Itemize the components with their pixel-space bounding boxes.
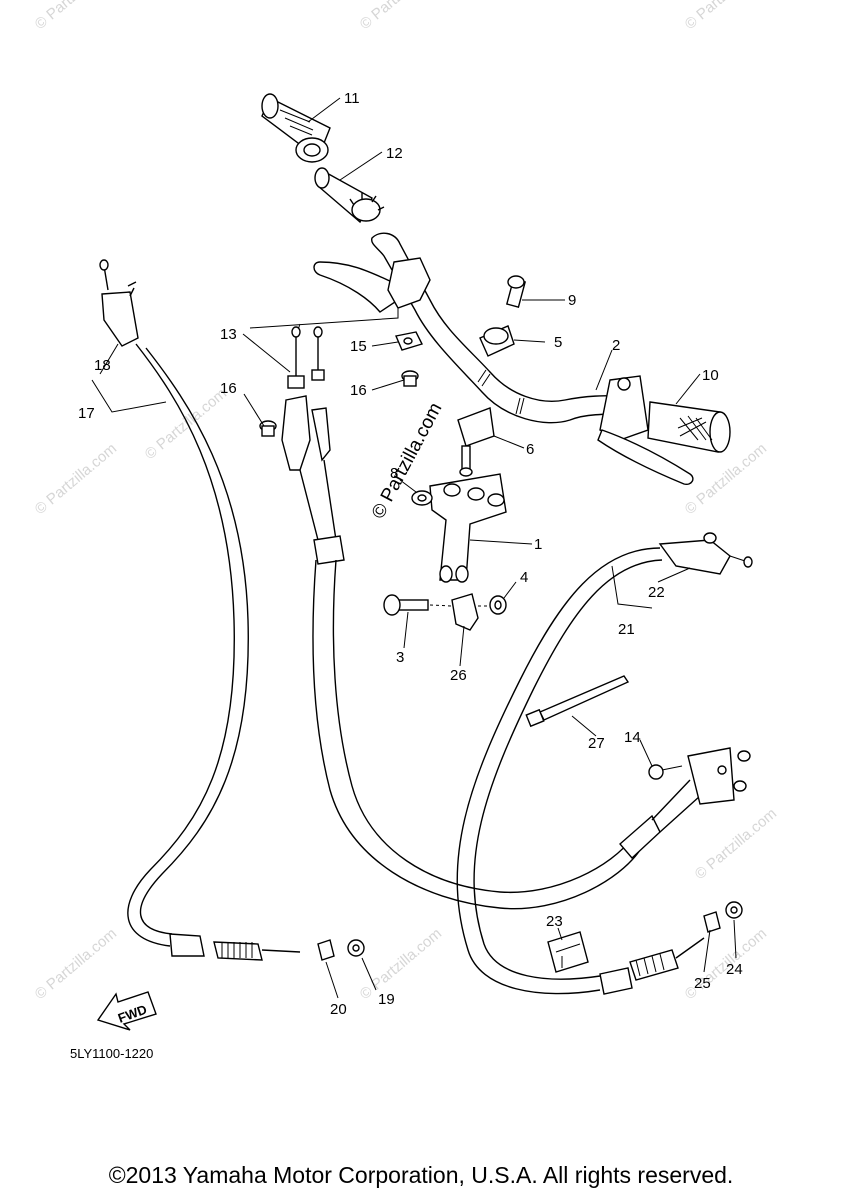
callout-8: 8 — [390, 465, 398, 482]
callout-25: 25 — [694, 975, 711, 992]
callout-16: 16 — [220, 380, 237, 397]
callout-12: 12 — [386, 145, 403, 162]
callout-15: 15 — [350, 338, 367, 355]
callout-1: 1 — [534, 536, 542, 553]
watermark: © Partzilla.com — [357, 0, 445, 33]
grip-11 — [261, 93, 331, 163]
screw-14 — [648, 764, 683, 780]
callout-6: 6 — [526, 441, 534, 458]
watermark: © Partzilla.com — [682, 0, 770, 33]
callout-24: 24 — [726, 961, 743, 978]
callout-10: 10 — [702, 367, 719, 384]
callout-26: 26 — [450, 667, 467, 684]
screw-16 — [259, 420, 277, 437]
left-lever-perch — [249, 257, 431, 337]
bolt-9 — [505, 275, 527, 308]
diagram-code: 5LY1100-1220 — [70, 1046, 153, 1061]
nut-24 — [725, 901, 743, 919]
callout-23: 23 — [546, 913, 563, 930]
callout-2: 2 — [612, 337, 620, 354]
watermarks: © Partzilla.com © Partzilla.com © Partzi… — [32, 0, 780, 1003]
throttle-cable-13 — [281, 326, 751, 910]
watermark: © Partzilla.com — [32, 440, 120, 518]
washer-8 — [411, 490, 433, 506]
callout-22: 22 — [648, 584, 665, 601]
lower-holder-6 — [457, 407, 495, 477]
callout-13: 13 — [220, 326, 237, 343]
watermark: © Partzilla.com — [32, 925, 120, 1003]
watermark: © Partzilla.com — [692, 805, 780, 883]
upper-holder-5 — [479, 325, 515, 357]
bolt-3 — [383, 594, 429, 616]
leader-lines — [91, 97, 737, 999]
throttle-tube-12 — [314, 167, 385, 224]
clutch-cable-17 — [99, 259, 301, 961]
watermark: © Partzilla.com — [682, 440, 770, 518]
callout-16: 16 — [350, 382, 367, 399]
watermark: © Partzilla.com — [357, 925, 445, 1003]
fwd-arrow: FWD — [96, 991, 157, 1031]
callouts: 1 2 3 4 5 6 8 9 10 11 12 13 14 15 16 16 … — [78, 90, 743, 1018]
grip-10 — [647, 401, 731, 453]
callout-4: 4 — [520, 569, 528, 586]
callout-17: 17 — [78, 405, 95, 422]
callout-18: 18 — [94, 357, 111, 374]
nut-4 — [489, 595, 507, 615]
callout-20: 20 — [330, 1001, 347, 1018]
adjuster-25 — [703, 911, 721, 933]
bracket-1 — [429, 473, 507, 583]
clamp-15 — [395, 331, 423, 351]
copyright-notice: ©2013 Yamaha Motor Corporation, U.S.A. A… — [109, 1162, 734, 1188]
clip-23 — [547, 931, 589, 973]
watermark: © Partzilla.com — [32, 0, 120, 33]
cable-tie-27 — [525, 675, 630, 728]
screw-16 — [401, 370, 419, 387]
brake-cable-21 — [456, 532, 753, 995]
callout-21: 21 — [618, 621, 635, 638]
callout-9: 9 — [568, 292, 576, 309]
callout-14: 14 — [624, 729, 641, 746]
callout-27: 27 — [588, 735, 605, 752]
callout-11: 11 — [344, 90, 360, 107]
plate-26 — [451, 593, 479, 631]
callout-19: 19 — [378, 991, 395, 1008]
callout-3: 3 — [396, 649, 404, 666]
adjuster-20 — [317, 939, 335, 961]
callout-5: 5 — [554, 334, 562, 351]
nut-19 — [347, 939, 365, 957]
watermark: © Partzilla.com — [142, 385, 230, 463]
right-lever-perch — [597, 375, 694, 486]
